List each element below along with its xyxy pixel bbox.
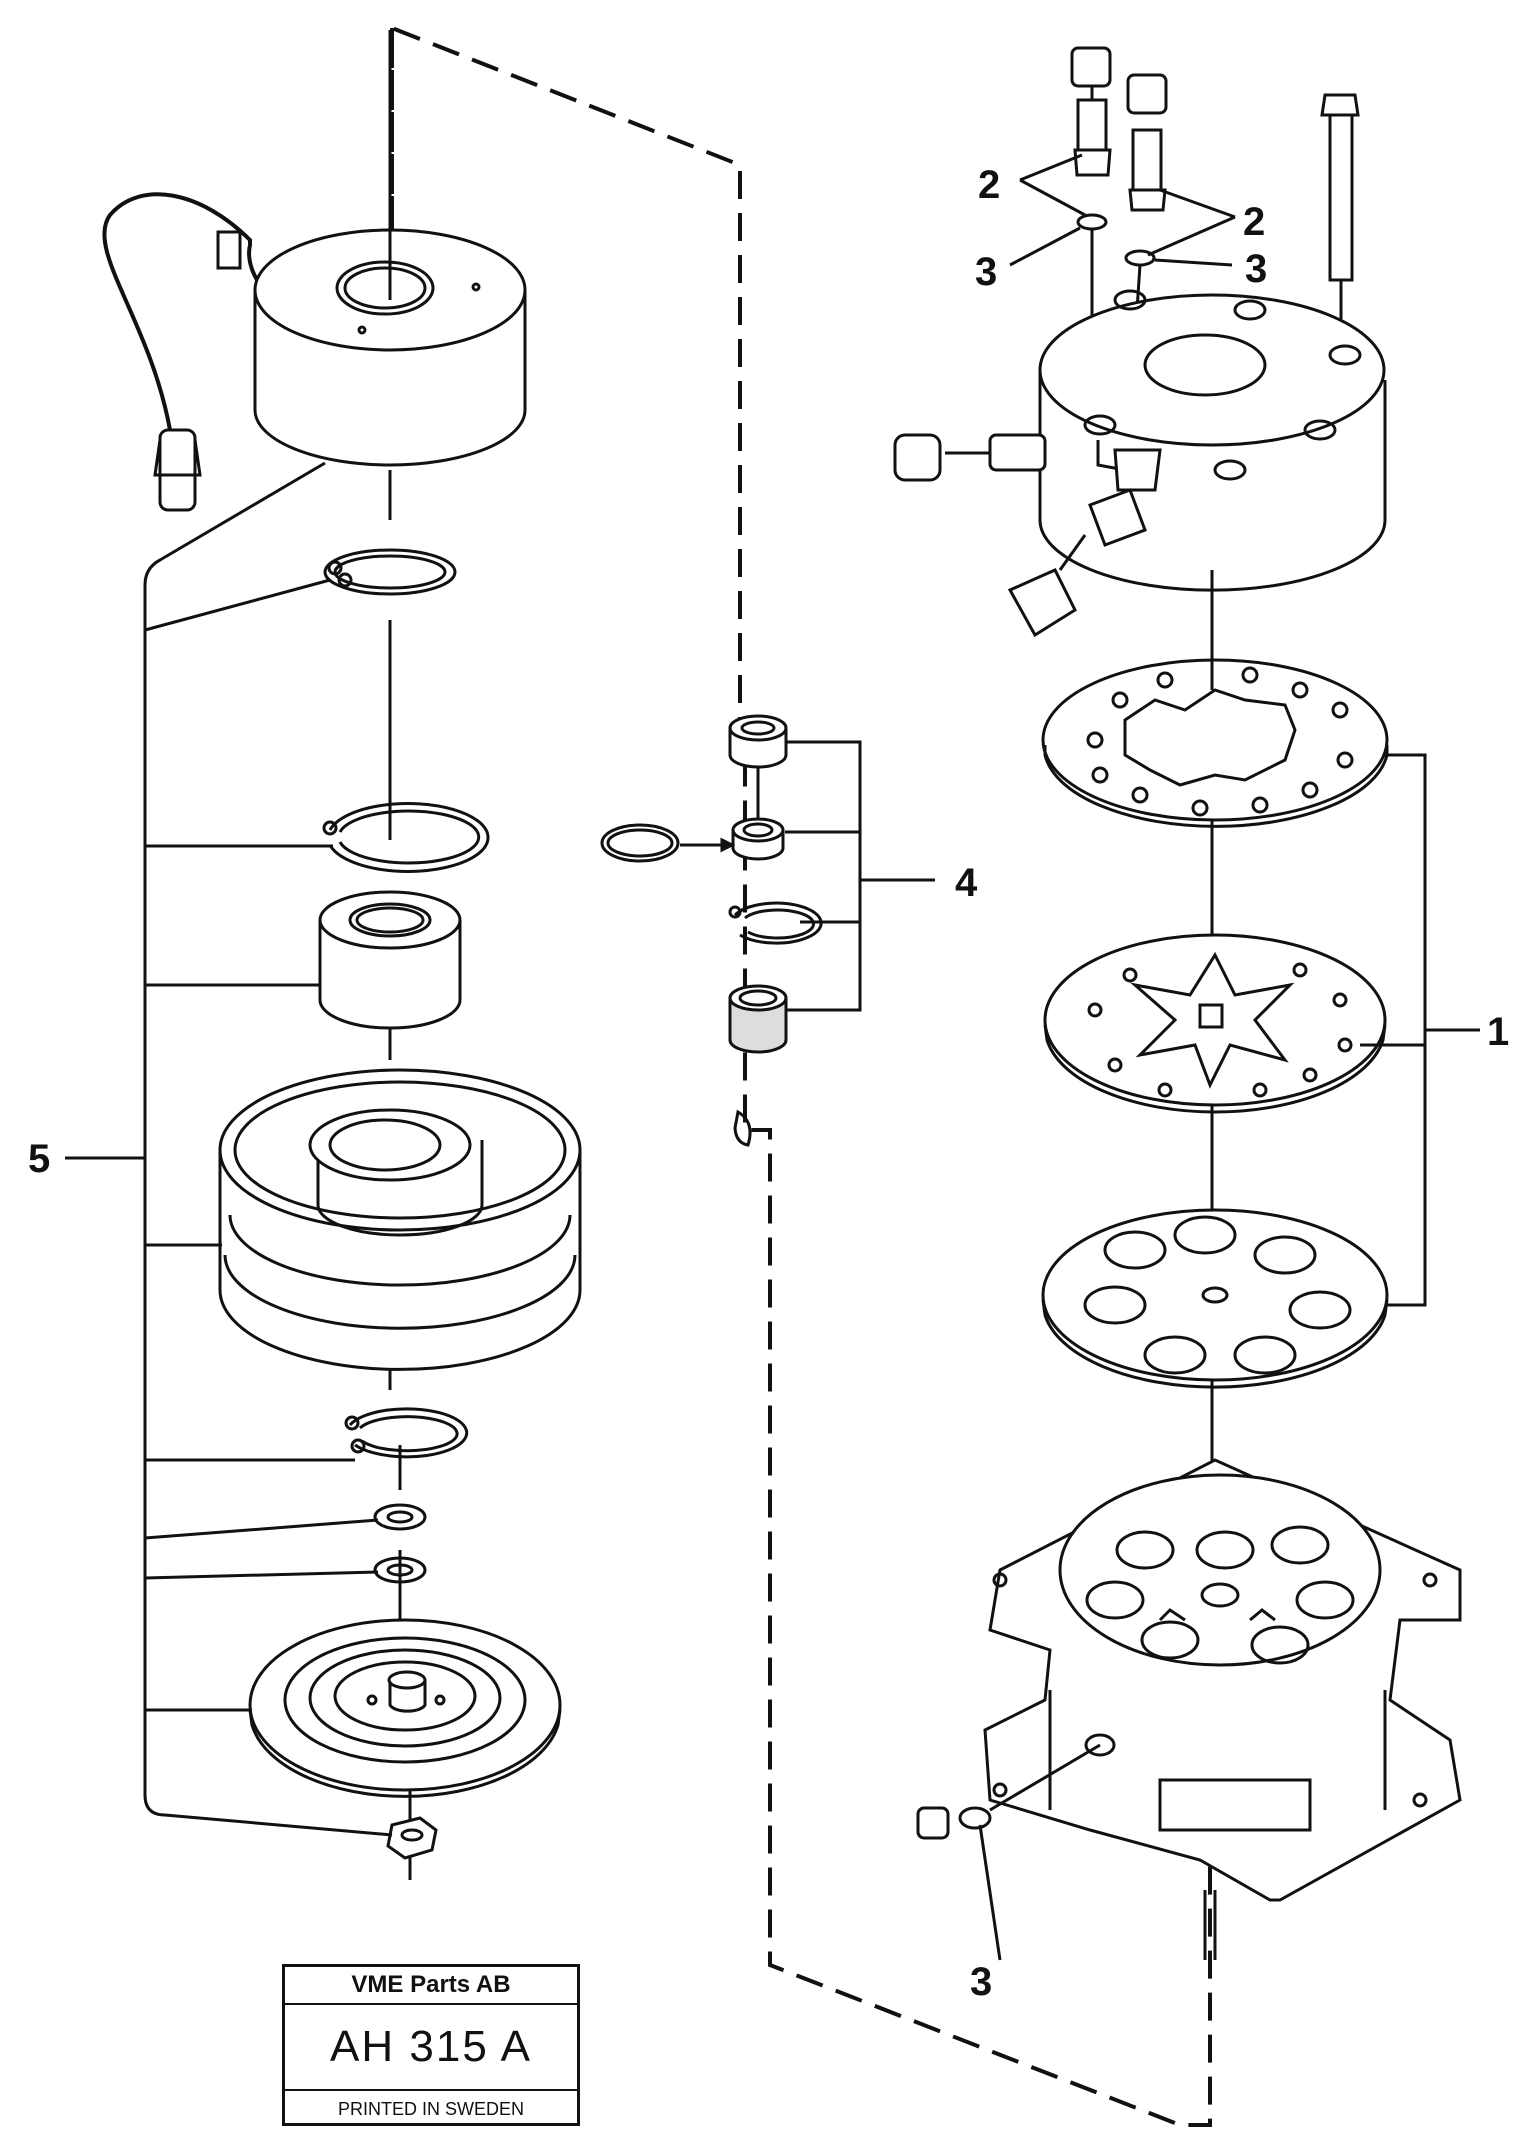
shim-washer-2 xyxy=(373,1556,427,1584)
shaft-seal-kit xyxy=(600,714,935,1147)
cylinder-head xyxy=(1038,289,1387,592)
bracket-5 xyxy=(65,461,393,1837)
snap-ring-middle xyxy=(322,802,490,873)
wire-harness xyxy=(102,192,296,431)
callout-3c: 3 xyxy=(970,1960,992,2004)
hex-nut xyxy=(386,1816,438,1860)
stamp-printed: PRINTED IN SWEDEN xyxy=(337,2098,524,2119)
title-stamp: VME Parts AB AH 315 A PRINTED IN SWEDEN xyxy=(282,1964,580,2126)
service-valve-right xyxy=(1126,73,1168,212)
bracket-1 xyxy=(1360,753,1480,1307)
head-bolt xyxy=(1320,93,1360,350)
callout-2a-leader-down xyxy=(1019,178,1086,217)
bearing xyxy=(318,890,462,1030)
head-port-fitting-left xyxy=(893,433,1047,482)
callout-3b: 3 xyxy=(1245,247,1267,291)
callout-2b: 2 xyxy=(1243,200,1265,244)
callout-2b-leader-down xyxy=(1147,215,1236,257)
valve-plate xyxy=(1043,933,1387,1114)
head-gasket xyxy=(1041,658,1389,828)
compressor-body xyxy=(983,1458,1462,1960)
dashed-assembly-line xyxy=(390,25,1212,2127)
snap-ring-lower xyxy=(344,1407,469,1459)
callout-2a: 2 xyxy=(978,163,1000,207)
suction-reed-plate xyxy=(1041,1208,1389,1389)
pulley xyxy=(218,1068,582,1371)
callout-2a-leader-up xyxy=(1019,153,1083,182)
valve-washer-left xyxy=(1076,213,1108,231)
drain-plug xyxy=(916,1743,1101,1961)
callout-3a: 3 xyxy=(975,250,997,294)
head-port-fitting-front xyxy=(1007,488,1147,638)
seal-sleeve xyxy=(728,984,788,1054)
callout-5: 5 xyxy=(28,1137,50,1181)
o-ring xyxy=(600,823,680,863)
compressor-assembly xyxy=(893,46,1480,1961)
callout-3a-leader xyxy=(1009,226,1081,267)
callout-4: 4 xyxy=(955,861,978,905)
seal-cap xyxy=(728,714,788,769)
stamp-code: AH 315 A xyxy=(285,2005,577,2091)
stamp-company: VME Parts AB xyxy=(285,1967,577,2005)
clutch-assembly xyxy=(65,30,582,1880)
service-valve-left xyxy=(1070,46,1112,177)
callout-3b-leader xyxy=(1154,258,1233,267)
bracket-4 xyxy=(785,740,935,1012)
armature-plate xyxy=(248,1618,562,1798)
snap-ring-upper xyxy=(323,548,457,596)
callout-2b-leader-up xyxy=(1159,188,1236,219)
seal-ring xyxy=(731,817,785,861)
callout-1: 1 xyxy=(1487,1010,1509,1054)
wire-plug xyxy=(216,230,242,270)
shim-washer-1 xyxy=(373,1503,427,1531)
wire-terminal xyxy=(158,428,197,512)
woodruff-key xyxy=(733,1109,752,1147)
